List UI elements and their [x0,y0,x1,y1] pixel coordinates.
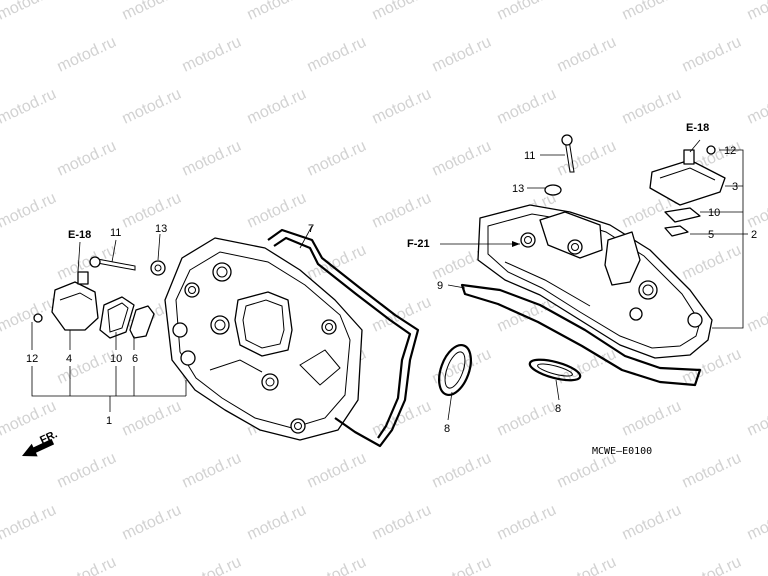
watermark-text: motod.ru [305,138,369,180]
watermark-text: motod.ru [745,398,768,440]
watermark-text: motod.ru [430,34,494,76]
part-10-left: 10 [110,353,122,365]
watermark-text: motod.ru [180,34,244,76]
watermark-text: motod.ru [495,502,559,544]
watermark-text: motod.ru [620,502,684,544]
watermark-text: motod.ru [555,346,619,388]
watermark-text: motod.ru [0,502,59,544]
part-9: 9 [437,280,443,292]
watermark-text: motod.ru [620,86,684,128]
left-breather-assembly [33,256,166,339]
watermark-text: motod.ru [120,86,184,128]
watermark-text: motod.ru [555,554,619,576]
part-8-left: 8 [444,423,450,435]
watermark-text: motod.ru [370,86,434,128]
watermark-text: motod.ru [370,502,434,544]
right-breather-assembly [544,134,726,237]
right-head-cover [477,204,713,359]
watermark-text: motod.ru [680,34,744,76]
watermark-text: motod.ru [120,190,184,232]
watermark-text: motod.ru [745,0,768,24]
watermark-text: motod.ru [680,554,744,576]
watermark-text: motod.ru [55,34,119,76]
watermark-text: motod.ru [180,554,244,576]
part-10-right: 10 [708,207,720,219]
plug-hole-seal-left [438,344,472,396]
watermark-text: motod.ru [495,398,559,440]
part-12-right: 12 [724,145,736,157]
front-direction-arrow [22,438,55,457]
part-11-right: 11 [524,150,535,162]
part-7: 7 [308,223,314,235]
watermark-text: motod.ru [245,502,309,544]
part-12-left: 12 [26,353,38,365]
watermark-text: motod.ru [680,450,744,492]
part-6: 6 [132,353,138,365]
watermark-text: motod.ru [305,554,369,576]
watermark-text: motod.ru [55,346,119,388]
part-13-right: 13 [512,183,524,195]
ref-e18-left: E-18 [68,229,91,241]
watermark-text: motod.ru [745,190,768,232]
part-11-left: 11 [110,227,121,239]
watermark-text: motod.ru [0,294,59,336]
watermark-text: motod.ru [0,0,59,24]
watermark-text: motod.ru [370,190,434,232]
watermark-text: motod.ru [245,0,309,24]
watermark-text: motod.ru [245,86,309,128]
part-3: 3 [732,181,738,193]
watermark-text: motod.ru [120,398,184,440]
watermark-text: motod.ru [180,138,244,180]
watermark-text: motod.ru [555,34,619,76]
watermark-text: motod.ru [430,554,494,576]
watermark-text: motod.ru [495,0,559,24]
watermark-text: motod.ru [745,294,768,336]
watermark-text: motod.ru [495,86,559,128]
figure-code: MCWE–E0100 [592,446,652,457]
watermark-text: motod.ru [55,554,119,576]
watermark-text: motod.ru [245,190,309,232]
direction-label: FR. [38,428,59,446]
watermark-text: motod.ru [120,502,184,544]
ref-f21: F-21 [407,238,430,250]
watermark-text: motod.ru [305,450,369,492]
leader-lines [31,139,748,421]
watermark-text: motod.ru [120,0,184,24]
watermark-text: motod.ru [0,86,59,128]
watermark-text: motod.ru [430,450,494,492]
watermark-text: motod.ru [430,138,494,180]
watermark-text: motod.ru [305,34,369,76]
part-5: 5 [708,229,714,241]
plug-hole-seal-right [528,358,582,382]
part-labels: E-18 11 13 7 12 4 10 6 1 8 8 9 F-21 11 1… [26,122,757,457]
left-head-cover [164,237,363,441]
part-4: 4 [66,353,72,365]
watermark-text: motod.ru [620,0,684,24]
watermark-text: motod.ru [180,450,244,492]
watermark-text: motod.ru [745,502,768,544]
watermark-text: motod.ru [55,450,119,492]
watermark-text: motod.ru [620,398,684,440]
part-1: 1 [106,415,112,427]
head-cover-gasket-right [460,283,702,387]
watermark-text: motod.ru [370,0,434,24]
watermark-text: motod.ru [370,398,434,440]
watermark-text: motod.ru [745,86,768,128]
part-2: 2 [751,229,757,241]
ref-e18-right: E-18 [686,122,709,134]
part-8-right: 8 [555,403,561,415]
watermark-text: motod.ru [55,138,119,180]
watermark-text: motod.ru [0,190,59,232]
part-13-left: 13 [155,223,167,235]
watermark-text: motod.ru [305,242,369,284]
watermark-text: motod.ru [680,242,744,284]
